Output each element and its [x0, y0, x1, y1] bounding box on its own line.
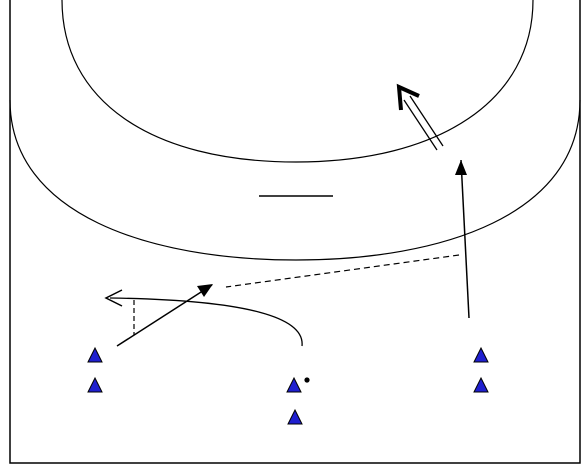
player-left-back — [87, 376, 103, 393]
movement-pass — [225, 254, 460, 288]
players — [87, 346, 489, 425]
free-throw-line — [9, 99, 581, 261]
arrowhead-center-curve — [104, 289, 123, 307]
player-center-back — [287, 408, 303, 425]
player-left-front — [87, 346, 103, 363]
goal-area-line — [61, 0, 534, 163]
player-center-front — [286, 376, 302, 393]
shot-line-b — [409, 95, 444, 147]
ball — [304, 377, 310, 383]
player-right-back — [473, 376, 489, 393]
movement-left-run — [116, 284, 213, 347]
court-boundary — [9, 0, 581, 464]
arrowhead-right-run — [455, 160, 467, 175]
arrowhead-left-run — [197, 284, 213, 297]
movement-center-curve — [109, 297, 303, 347]
shot-arrowhead — [396, 83, 420, 111]
shot-line-a — [403, 99, 438, 151]
player-right-front — [473, 346, 489, 363]
movement-right-run — [460, 159, 470, 319]
